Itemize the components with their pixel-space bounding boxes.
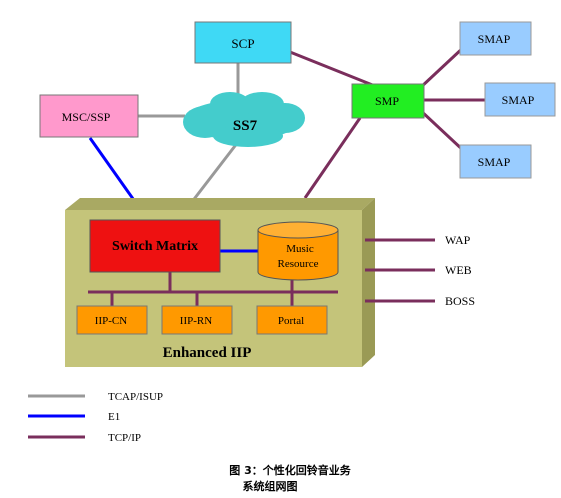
legend-label-tcpip: TCP/IP [108, 432, 141, 444]
msc-ssp-label: MSC/SSP [62, 110, 111, 124]
interface-web-label: WEB [445, 263, 472, 277]
interface-lines [365, 238, 435, 303]
legend-label-tcap: TCAP/ISUP [108, 391, 163, 403]
ss7-label: SS7 [233, 118, 258, 134]
interface-wap-label: WAP [445, 233, 471, 247]
scp-label: SCP [231, 36, 254, 51]
msc-ssp-node: MSC/SSP [39, 94, 139, 138]
switch-matrix-node: Switch Matrix [89, 219, 221, 273]
smap-node-2: SMAP [484, 82, 556, 117]
link-smp-smap-1 [418, 44, 467, 90]
caption-line1: 图 3：个性化回铃音业务 [229, 463, 351, 477]
music-resource-node: Music Resource [257, 221, 339, 281]
iip-rn-label: IIP-RN [180, 315, 212, 327]
legend: TCAP/ISUP E1 TCP/IP [28, 391, 163, 444]
smap-node-1: SMAP [459, 21, 532, 56]
ss7-cloud: SS7 [183, 92, 305, 147]
music-resource-label-line2: Resource [278, 258, 319, 270]
smap-node-3: SMAP [459, 144, 532, 179]
smap-label-1: SMAP [478, 32, 511, 46]
internal-bus [88, 272, 338, 306]
smp-node: SMP [351, 83, 425, 119]
enhanced-iip-label: Enhanced IIP [163, 345, 252, 361]
interface-boss-label: BOSS [445, 294, 475, 308]
switch-matrix-label: Switch Matrix [112, 239, 198, 254]
smp-label: SMP [375, 94, 399, 108]
portal-node: Portal [256, 305, 328, 335]
iip-rn-node: IIP-RN [161, 305, 233, 335]
legend-label-e1: E1 [108, 411, 120, 423]
smap-label-2: SMAP [502, 93, 535, 107]
scp-node: SCP [194, 21, 292, 64]
connection-lines [88, 44, 485, 221]
music-resource-label-line1: Music [286, 243, 314, 255]
iip-cn-label: IIP-CN [95, 315, 127, 327]
link-scp-smp [289, 50, 381, 90]
smap-label-3: SMAP [478, 155, 511, 169]
iip-cn-node: IIP-CN [76, 305, 148, 335]
link-smp-enhanced [303, 117, 362, 199]
link-smp-smap-3 [418, 108, 467, 154]
portal-label: Portal [278, 315, 304, 327]
caption-line2: 系统组网图 [243, 479, 298, 493]
